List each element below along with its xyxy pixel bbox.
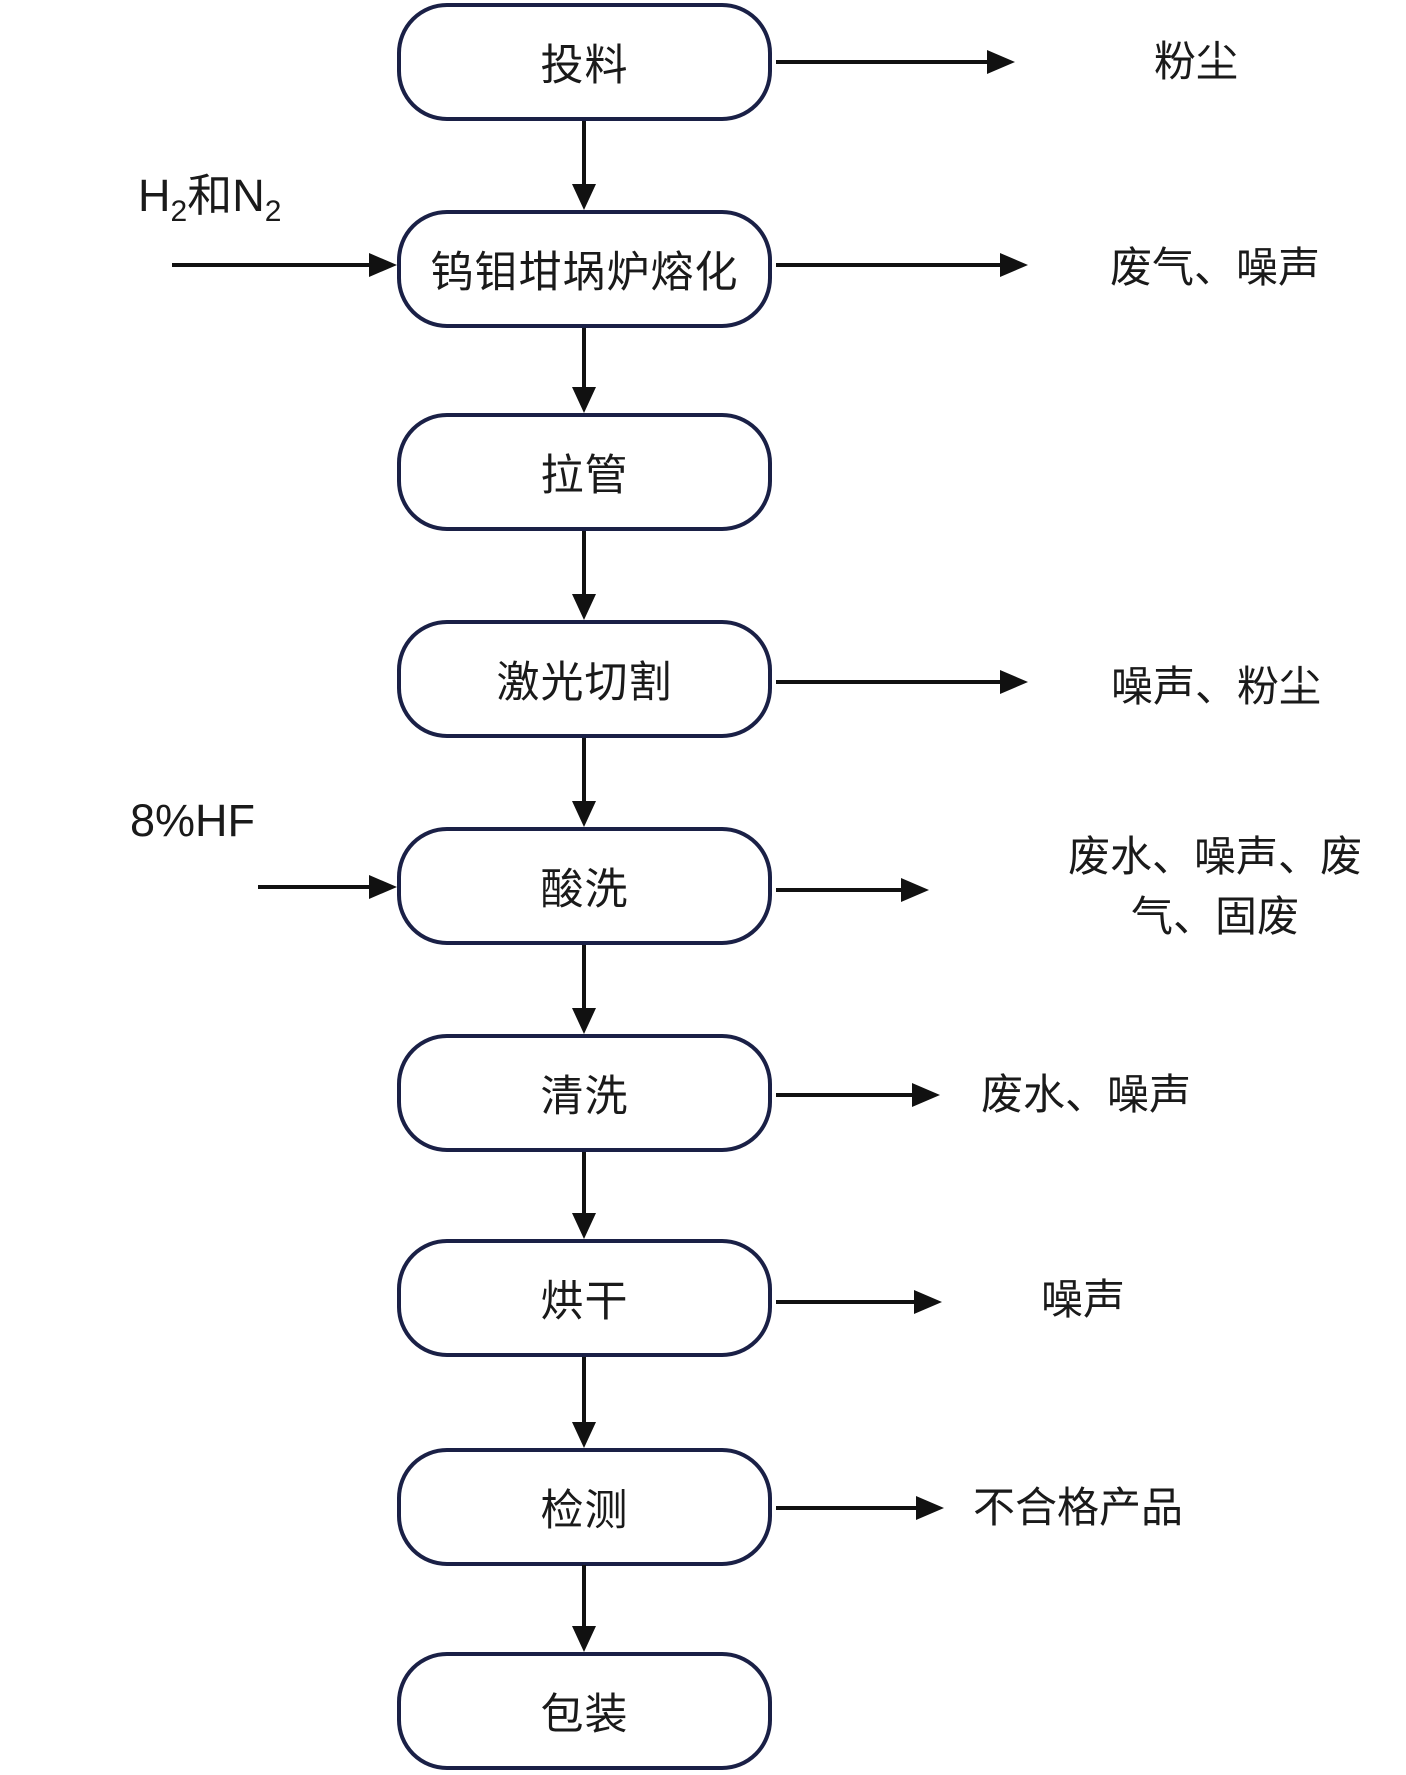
output-arrow (776, 1290, 942, 1314)
output-label: 粉尘 (1153, 38, 1238, 85)
process-label: 烘干 (540, 1278, 629, 1326)
process-label: 钨钼坩埚炉熔化 (430, 249, 739, 297)
process-box: 包装 (397, 1652, 772, 1770)
input-label: H2和N2 (138, 170, 282, 228)
output-label: 废水、噪声 (980, 1071, 1191, 1118)
output-label: 废水、噪声、废气、固废 (1067, 833, 1362, 940)
output-label: 废气、噪声 (1109, 244, 1320, 291)
output-arrow (776, 1496, 944, 1520)
process-label: 拉管 (540, 452, 629, 500)
process-label: 清洗 (540, 1073, 629, 1121)
process-label: 酸洗 (540, 866, 629, 914)
down-arrow (572, 1152, 596, 1239)
process-box: 烘干 (397, 1239, 772, 1357)
output-arrow (776, 253, 1028, 277)
process-box: 清洗 (397, 1034, 772, 1152)
input-arrow (258, 875, 397, 899)
process-label: 激光切割 (496, 659, 673, 707)
process-label: 投料 (540, 42, 629, 90)
process-box: 投料 (397, 3, 772, 121)
output-label: 噪声、粉尘 (1110, 663, 1321, 710)
process-box: 钨钼坩埚炉熔化 (397, 210, 772, 328)
output-arrow (776, 50, 1015, 74)
output-arrow (776, 1083, 940, 1107)
input-arrow (172, 253, 397, 277)
down-arrow (572, 945, 596, 1034)
process-label: 包装 (540, 1691, 629, 1739)
down-arrow (572, 1565, 596, 1652)
process-box: 酸洗 (397, 827, 772, 945)
output-label: 噪声 (1040, 1276, 1125, 1323)
output-arrow (776, 878, 929, 902)
process-box: 激光切割 (397, 620, 772, 738)
down-arrow (572, 1357, 596, 1448)
down-arrow (572, 738, 596, 827)
output-arrow (776, 670, 1028, 694)
down-arrow (572, 531, 596, 620)
down-arrow (572, 121, 596, 210)
output-label: 不合格产品 (972, 1484, 1183, 1531)
process-box: 拉管 (397, 413, 772, 531)
process-label: 检测 (540, 1487, 629, 1535)
input-label: 8%HF (130, 795, 256, 846)
process-box: 检测 (397, 1448, 772, 1566)
down-arrow (572, 328, 596, 413)
